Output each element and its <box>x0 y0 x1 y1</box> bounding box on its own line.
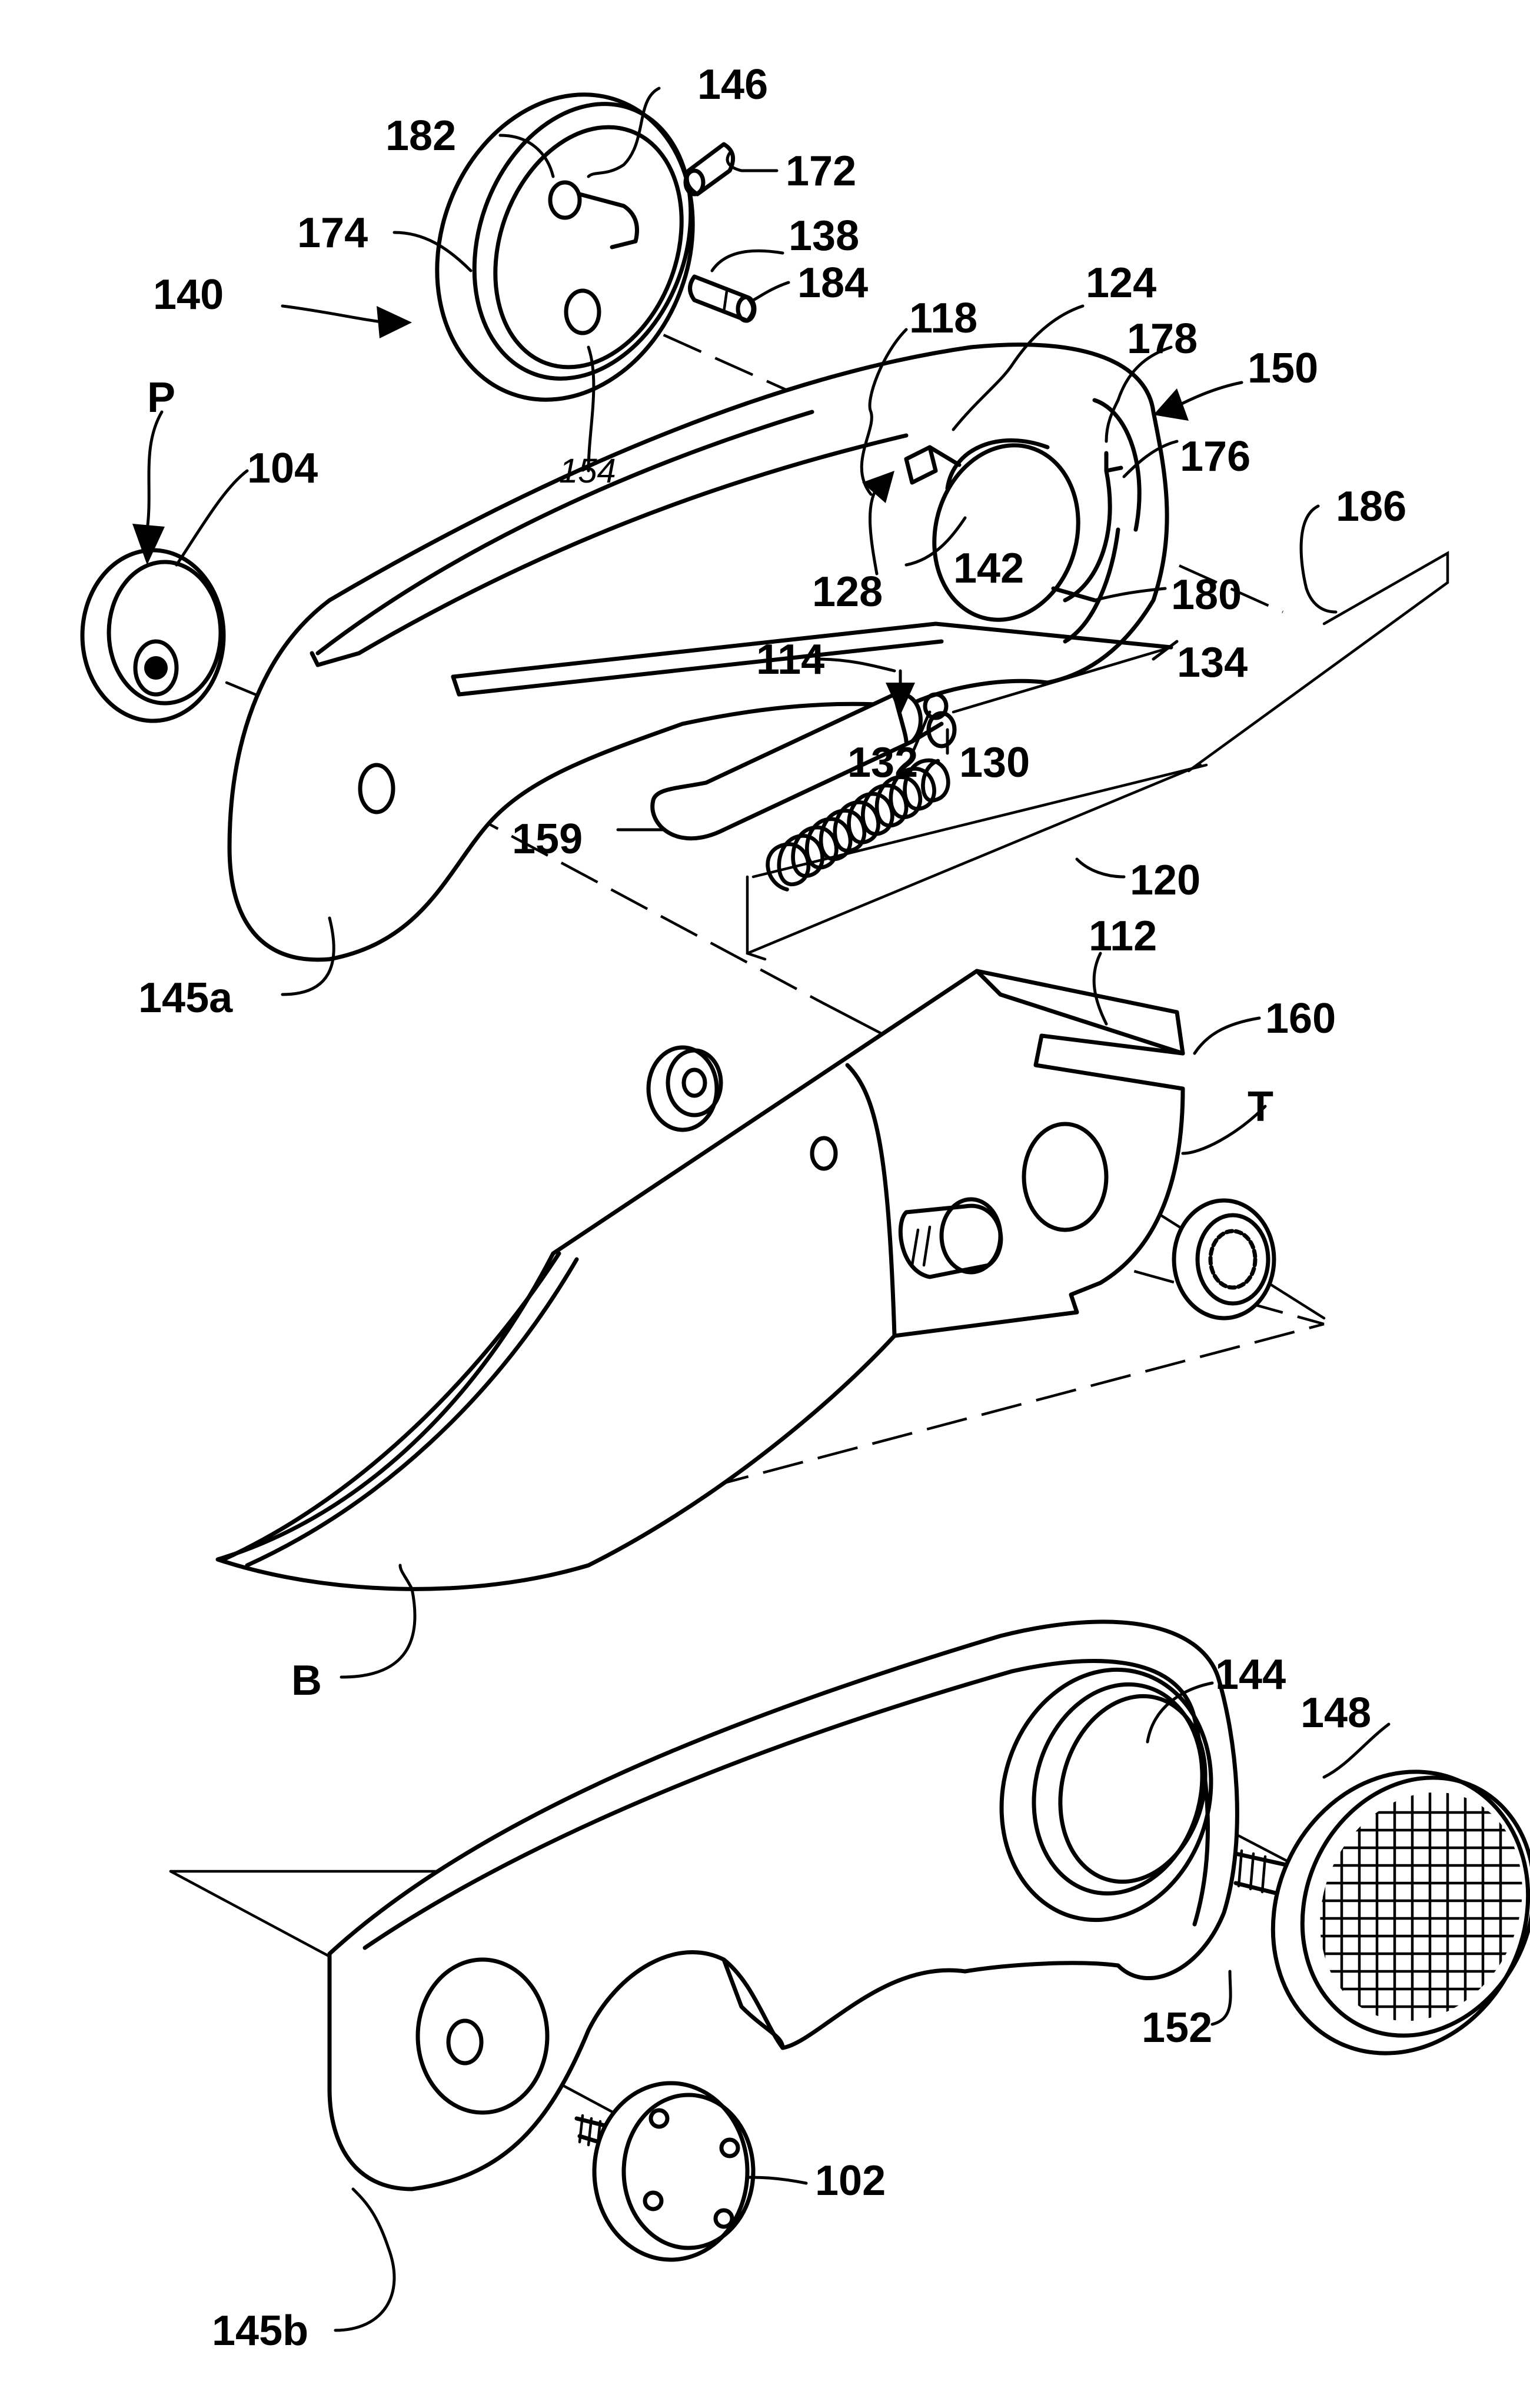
label-186: 186 <box>1336 483 1406 530</box>
arrow-P-icon <box>132 524 165 565</box>
cam-threaded-hole-icon <box>564 288 601 335</box>
knurl-pattern <box>1311 1781 1530 2044</box>
label-160: 160 <box>1265 995 1336 1042</box>
label-145a: 145a <box>138 974 233 1022</box>
label-154: 154 <box>559 452 616 490</box>
label-184: 184 <box>797 260 868 307</box>
handle-scale-145b <box>327 1619 1239 2191</box>
label-159: 159 <box>512 816 583 863</box>
arrow-150-icon <box>1153 388 1189 421</box>
label-145b: 145b <box>212 2307 308 2354</box>
bushing <box>646 1045 723 1132</box>
arrow-114-icon <box>886 683 915 715</box>
blade-pivot-hole-icon <box>1022 1122 1109 1232</box>
label-152: 152 <box>1142 2004 1212 2051</box>
pin-184 <box>688 274 757 323</box>
arrow-128-icon <box>862 471 894 503</box>
handle-scale-145a <box>227 342 1173 962</box>
label-128: 128 <box>812 568 883 616</box>
spring-120 <box>766 758 950 892</box>
label-146: 146 <box>697 61 768 108</box>
label-B: B <box>291 1657 322 1704</box>
label-132: 132 <box>847 739 918 786</box>
label-180: 180 <box>1171 571 1242 618</box>
label-T: T <box>1248 1083 1273 1130</box>
label-172: 172 <box>786 148 856 195</box>
label-120: 120 <box>1130 857 1200 904</box>
label-P: P <box>147 374 175 421</box>
pivot-screw-102 <box>574 2081 756 2262</box>
label-174: 174 <box>297 209 368 257</box>
pivot-boss-hole-icon <box>446 2018 484 2066</box>
stop-pin-screw <box>898 1197 1003 1279</box>
pivot-nut-104 <box>80 548 226 723</box>
reference-labels: 146 182 172 174 138 140 184 124 118 178 … <box>138 61 1406 2354</box>
label-144: 144 <box>1215 1651 1286 1698</box>
arrow-140-icon <box>377 306 412 338</box>
label-182: 182 <box>385 112 456 159</box>
handle-pivot-hole-icon <box>358 763 395 814</box>
label-114: 114 <box>756 636 824 683</box>
splined-bushing <box>1172 1198 1276 1321</box>
label-112: 112 <box>1089 913 1157 960</box>
blade-B <box>215 969 1185 1591</box>
label-176: 176 <box>1180 433 1250 480</box>
label-178: 178 <box>1127 315 1198 362</box>
label-118: 118 <box>909 295 977 342</box>
arrows <box>132 304 1243 715</box>
label-104: 104 <box>247 445 318 492</box>
label-150: 150 <box>1248 345 1318 392</box>
pin-172 <box>683 142 736 197</box>
knurled-knob-148 <box>1233 1770 1530 2056</box>
label-102: 102 <box>815 2157 886 2204</box>
cam-disc-140 <box>435 92 695 402</box>
label-124: 124 <box>1086 260 1156 307</box>
label-148: 148 <box>1300 1689 1371 1737</box>
leader-lines <box>175 87 1391 2332</box>
label-130: 130 <box>959 739 1030 786</box>
label-138: 138 <box>789 212 859 260</box>
label-140: 140 <box>153 271 224 318</box>
label-134: 134 <box>1177 639 1248 686</box>
label-142: 142 <box>953 545 1024 592</box>
